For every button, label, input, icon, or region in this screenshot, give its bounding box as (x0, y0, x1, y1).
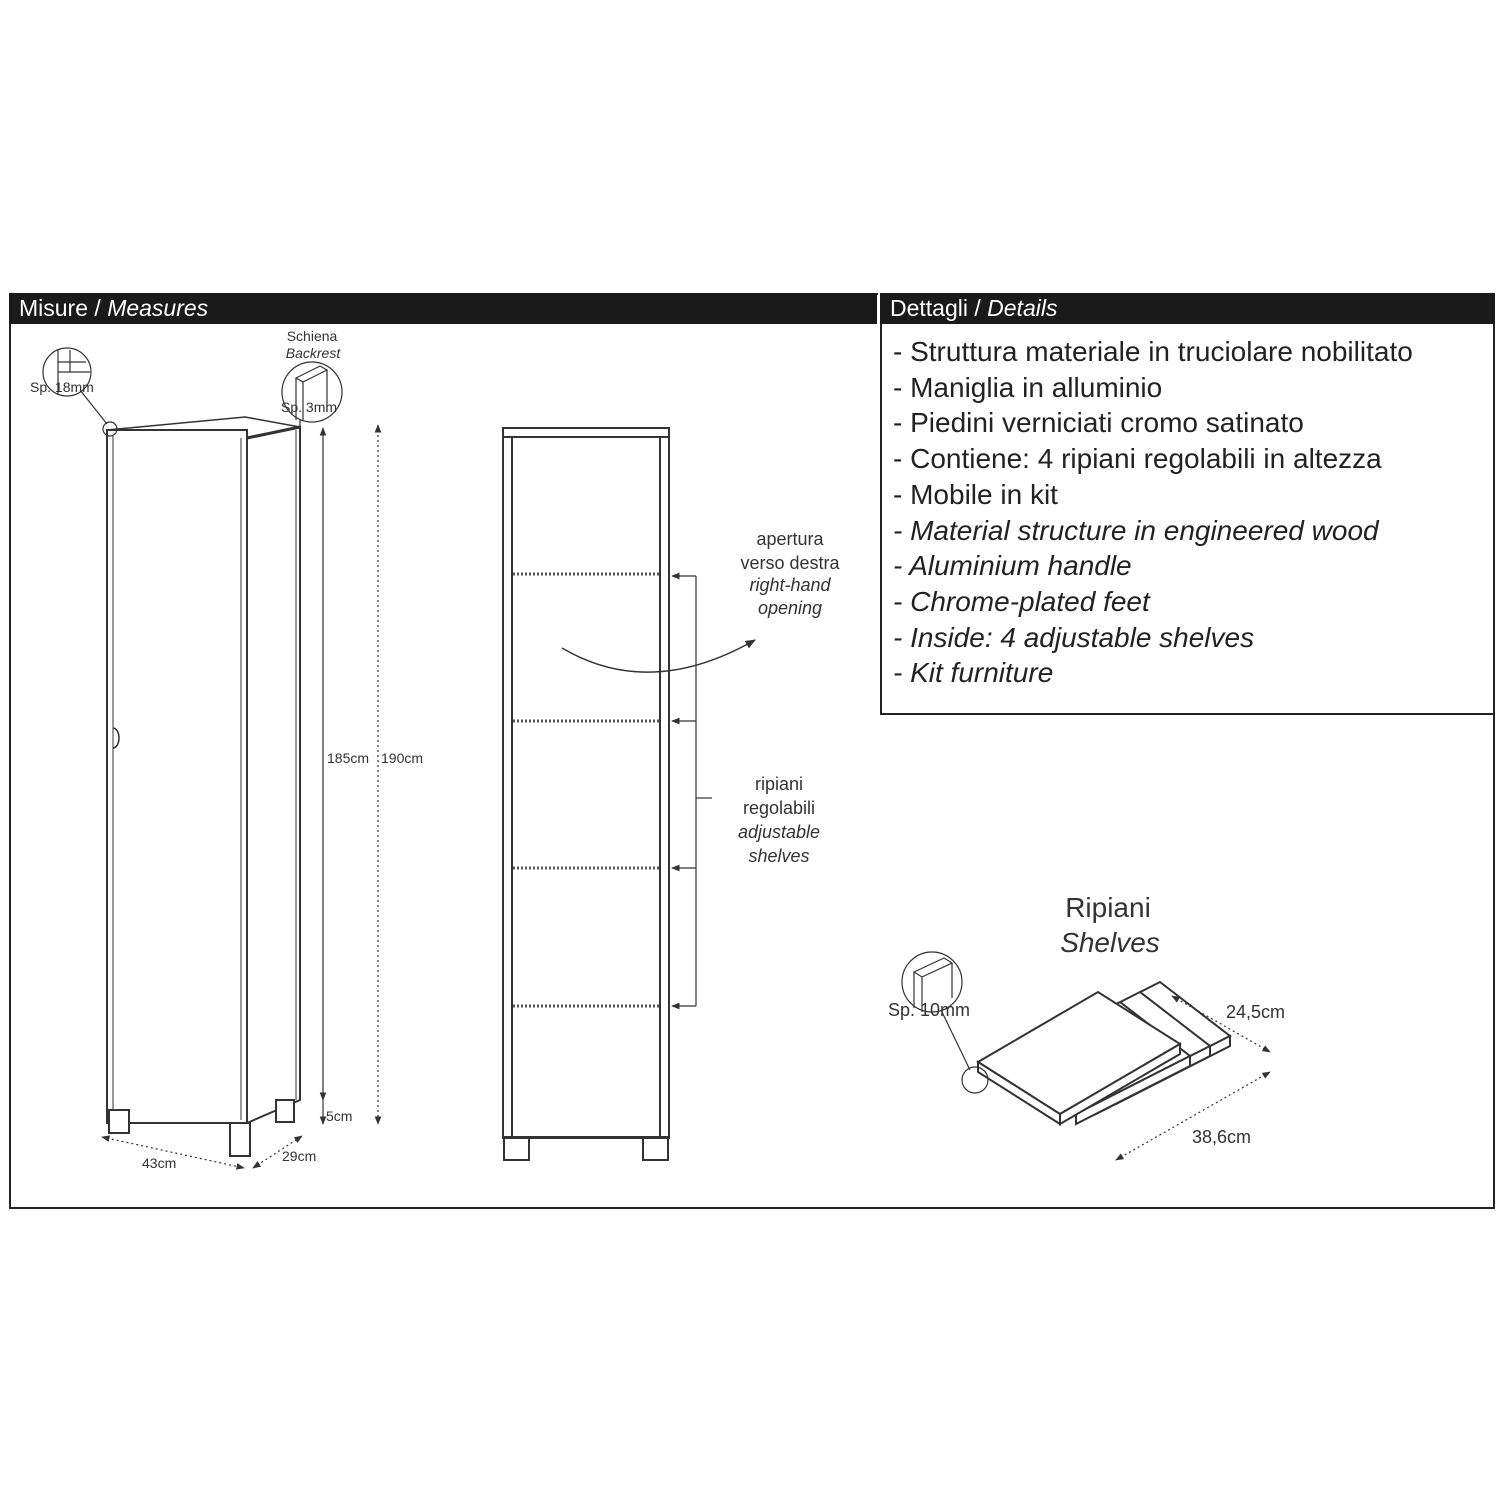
label-opening-it-1: apertura (756, 529, 824, 549)
details-item: - Struttura materiale in truciolare nobi… (893, 336, 1413, 367)
label-opening-en-1: right-hand (749, 575, 831, 595)
details-header-en: Details (987, 295, 1058, 321)
measures-header: Misure / Measures (9, 293, 877, 324)
foot (275, 1099, 295, 1123)
details-header: Dettagli / Details (880, 293, 1495, 324)
label-feet-height: 5cm (326, 1108, 352, 1124)
label-shelf-depth: 24,5cm (1226, 1002, 1285, 1022)
measures-header-en: Measures (107, 295, 209, 321)
door-handle (112, 727, 120, 749)
measures-header-sep: / (88, 295, 108, 321)
details-item: - Material structure in engineered wood (893, 514, 1379, 546)
foot (229, 1122, 251, 1157)
details-header-it: Dettagli (890, 295, 968, 321)
shelf-lines (513, 572, 659, 1008)
label-shelves-en-1: adjustable (738, 822, 820, 842)
label-shelves-en-2: shelves (748, 846, 809, 866)
label-backrest-it: Schiena (287, 328, 338, 344)
label-back-thickness: Sp. 3mm (281, 399, 337, 415)
details-list: - Struttura materiale in truciolare nobi… (893, 334, 1413, 691)
foot (108, 1109, 130, 1134)
cabinet-front-open (502, 427, 670, 1161)
details-item: - Kit furniture (893, 657, 1054, 689)
shelf-dimension-lines (1115, 995, 1271, 1161)
label-panel-thickness: Sp. 18mm (30, 379, 94, 395)
label-shelf-thickness: Sp. 10mm (888, 1000, 970, 1020)
label-shelves-it-2: regolabili (743, 798, 815, 818)
shelf-bracket (561, 572, 756, 1010)
details-box (880, 324, 1495, 715)
label-opening-it-2: verso destra (740, 553, 840, 573)
panel-thickness-detail (42, 347, 118, 437)
label-height-inner: 185cm (327, 750, 369, 766)
shelves-stack (976, 980, 1232, 1126)
label-height-total: 190cm (381, 750, 423, 766)
shelves-title-it: Ripiani (1065, 892, 1151, 923)
details-item: - Piedini verniciati cromo satinato (893, 407, 1304, 439)
details-item: - Aluminium handle (893, 550, 1132, 582)
label-backrest-en: Backrest (286, 345, 342, 361)
cabinet-side (246, 425, 301, 1125)
shelf-thickness-detail (901, 951, 989, 1094)
opening-arrow (561, 639, 756, 673)
details-header-sep: / (967, 295, 988, 321)
backrest-detail (281, 361, 343, 430)
label-width: 43cm (142, 1155, 176, 1171)
details-item: - Chrome-plated feet (893, 585, 1150, 617)
shelves-title-en: Shelves (1060, 927, 1160, 958)
cabinet-door (106, 429, 248, 1124)
foot (503, 1137, 530, 1161)
label-opening-en-2: opening (758, 598, 822, 618)
cabinet-perspective (106, 416, 301, 1157)
details-item: - Contiene: 4 ripiani regolabili in alte… (893, 443, 1382, 475)
dimension-lines (101, 424, 382, 1170)
label-depth: 29cm (282, 1148, 316, 1164)
details-item: - Inside: 4 adjustable shelves (893, 621, 1255, 653)
header-divider (878, 293, 880, 324)
label-shelves-it-1: ripiani (755, 774, 803, 794)
label-shelf-width: 38,6cm (1192, 1127, 1251, 1147)
measures-header-it: Misure (19, 295, 89, 321)
foot (642, 1137, 669, 1161)
details-item: - Maniglia in alluminio (893, 371, 1163, 403)
details-item: - Mobile in kit (893, 478, 1058, 510)
